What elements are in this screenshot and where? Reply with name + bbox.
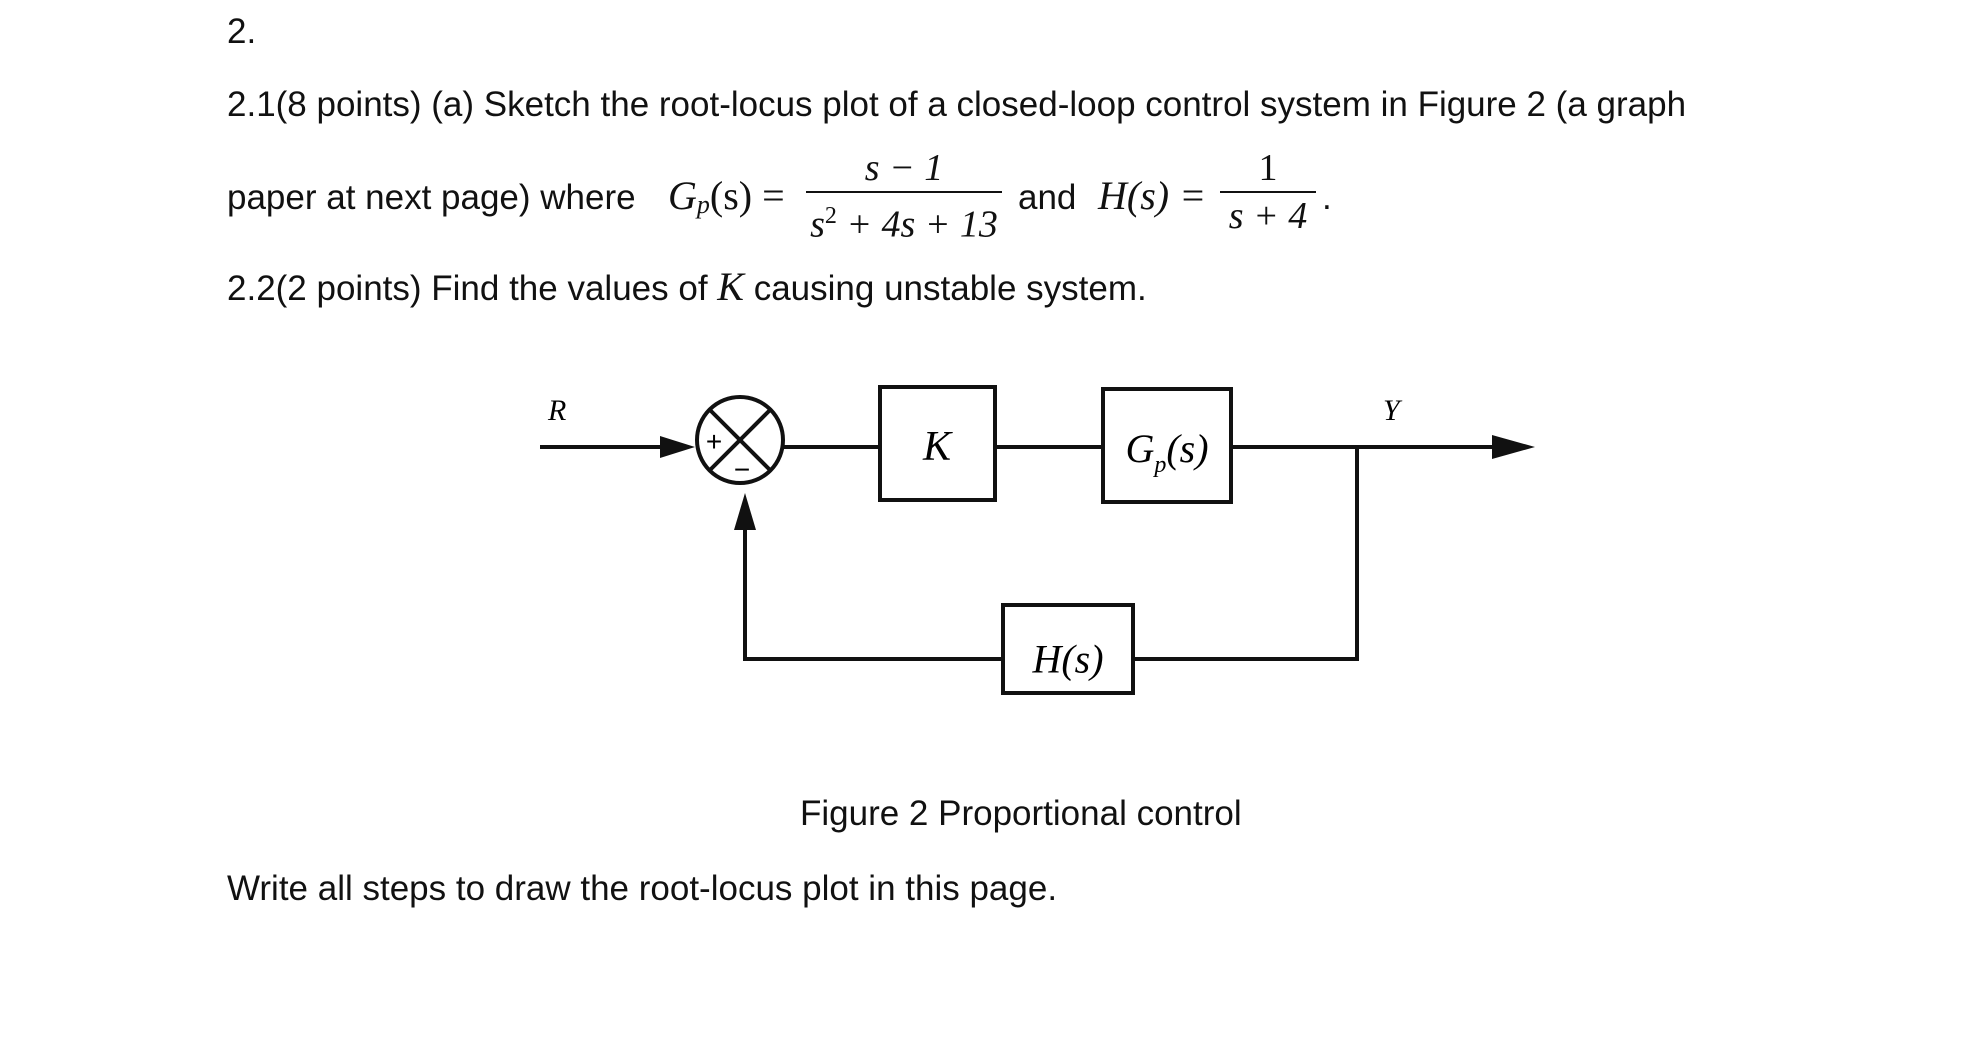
feedback-block (1001, 603, 1135, 695)
summing-cross-2 (708, 408, 772, 472)
gp-denominator: s2 + 4s + 13 (810, 203, 998, 246)
feedback-right-path (1133, 447, 1359, 661)
feedback-label: H(s) (1031, 637, 1103, 682)
connector-and: and (1018, 178, 1077, 217)
gp-numerator: s − 1 (864, 147, 944, 189)
h-lhs: H(s) = (1098, 173, 1207, 218)
plant-label: Gp(s) (1125, 426, 1208, 478)
instruction-text: Write all steps to draw the root-locus p… (227, 869, 1058, 908)
formula-period: . (1322, 178, 1332, 217)
input-label: R (547, 394, 566, 427)
variable-k: K (717, 264, 744, 309)
h-fraction: 1 s + 4 (1220, 148, 1316, 236)
minus-sign: − (734, 454, 750, 485)
part-2-1-text-line2-prefix: paper at next page) where (227, 178, 636, 217)
feedback-arrowhead (734, 493, 756, 530)
output-label: Y (1383, 394, 1403, 427)
h-numerator: 1 (1258, 147, 1278, 189)
plus-sign: + (706, 426, 722, 457)
output-arrowhead (1492, 435, 1535, 459)
part-2-2-text: 2.2(2 points) Find the values of K causi… (227, 264, 1147, 309)
input-arrowhead (660, 436, 695, 458)
figure-caption: Figure 2 Proportional control (800, 794, 1242, 833)
feedback-left-path (743, 520, 1003, 661)
controller-label: K (922, 424, 953, 470)
gp-fraction: s − 1 s2 + 4s + 13 (806, 148, 1002, 245)
summing-junction (695, 395, 785, 485)
gp-lhs: Gp(s) = (668, 173, 785, 220)
question-number: 2. (227, 12, 257, 51)
h-denominator: s + 4 (1228, 195, 1308, 237)
controller-block (878, 385, 997, 502)
part-2-1-text-line1: 2.1(8 points) (a) Sketch the root-locus … (227, 85, 1687, 124)
gp-fraction-bar (806, 191, 1002, 193)
h-fraction-bar (1220, 191, 1316, 193)
